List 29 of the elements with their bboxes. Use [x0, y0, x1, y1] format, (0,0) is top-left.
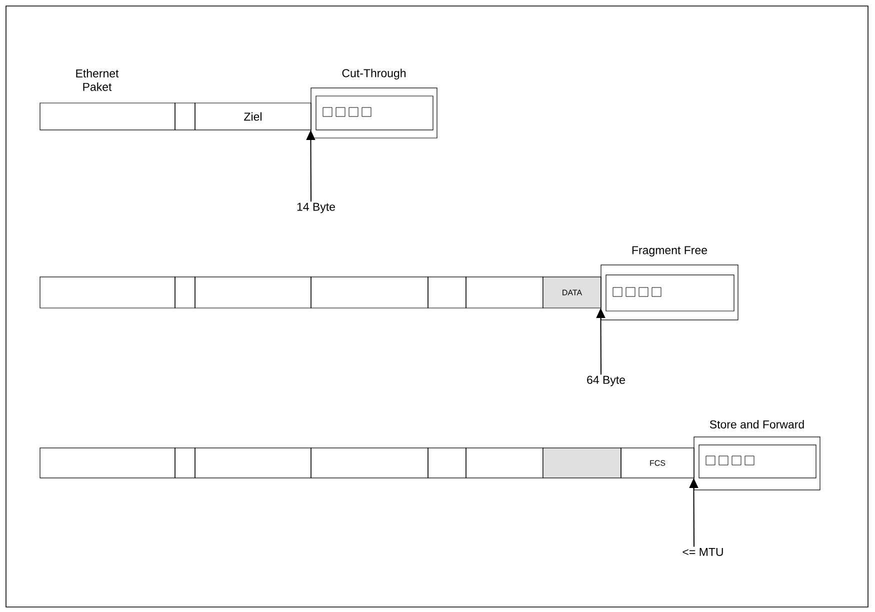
packet-field: [174, 448, 196, 478]
switch-box: Store and Forward: [694, 420, 820, 490]
packet-field: [40, 102, 176, 130]
packet-field: Ziel: [194, 102, 312, 130]
node-label: Fragment Free: [632, 246, 708, 256]
byte-label: 14 Byte: [297, 202, 335, 214]
buffer-box: [698, 444, 816, 478]
packet-field: [542, 448, 622, 478]
packet-field: [310, 448, 428, 478]
packet-field: [194, 276, 312, 308]
packet-field: DATA: [542, 276, 602, 308]
packet-field: [428, 448, 466, 478]
byte-label: <= MTU: [682, 548, 723, 556]
byte-label: 64 Byte: [587, 376, 625, 386]
node-label: Store and Forward: [710, 420, 804, 428]
packet-field: [40, 448, 176, 478]
buffer-box: [316, 96, 434, 130]
packet-field: [194, 448, 312, 478]
packet-field: [40, 276, 176, 308]
switch-box: Cut-Through: [310, 68, 438, 138]
packet-field: [174, 102, 196, 130]
packet-field: [174, 276, 196, 308]
packet-field: [428, 276, 466, 308]
packet-title: Ethernet Paket: [76, 69, 119, 91]
buffer-box: [606, 274, 734, 312]
switch-box: Fragment Free: [600, 246, 738, 320]
packet-field: FCS: [620, 448, 694, 478]
packet-field: [310, 276, 428, 308]
node-label: Cut-Through: [342, 68, 406, 80]
